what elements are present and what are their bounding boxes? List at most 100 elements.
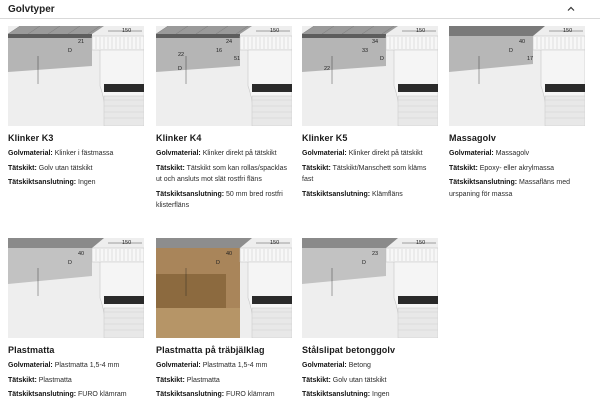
spec-value: Plastmatta 1,5-4 mm: [54, 362, 120, 369]
spec-row-connection: Tätskiktsanslutning: FURO klämram: [156, 389, 292, 401]
spec-value: Tätskikt/Manschett som kläms fast: [302, 164, 427, 184]
spec-label: Golvmaterial:: [302, 150, 347, 157]
spec-label: Tätskikt:: [8, 164, 37, 172]
spec-row-material: Golvmaterial: Klinker i fästmassa: [8, 148, 144, 160]
spec-label: Tätskikt:: [449, 164, 478, 172]
dimension-label: 24: [226, 39, 232, 45]
spec-row-connection: Tätskiktsanslutning: Ingen: [8, 177, 144, 189]
spec-value: Klinker direkt på tätskikt: [348, 150, 423, 157]
spec-row-sealing: Tätskikt: Plastmatta: [156, 375, 292, 387]
spec-value: Golv utan tätskikt: [332, 376, 387, 384]
spec-label: Tätskiktsanslutning:: [302, 190, 371, 198]
spec-value: Klinker direkt på tätskikt: [202, 150, 277, 157]
card-title: Klinker K3: [8, 133, 54, 143]
card-title: Plastmatta: [8, 345, 55, 355]
spec-row-sealing: Tätskikt: Tätskikt/Manschett som kläms f…: [302, 163, 438, 186]
spec-value: 50 mm bred rostfri klisterfläns: [156, 190, 283, 210]
spec-label: Tätskiktsanslutning:: [449, 179, 518, 186]
dimension-label: 33: [362, 48, 368, 54]
card-title: Massagolv: [449, 133, 496, 143]
spec-label: Tätskiktsanslutning:: [8, 391, 77, 398]
spec-value: Klämfläns: [372, 190, 403, 198]
dimension-label: 16: [216, 48, 222, 54]
spec-row-material: Golvmaterial: Klinker direkt på tätskikt: [302, 148, 438, 160]
spec-label: Tätskikt:: [302, 164, 331, 172]
dimension-label: 150: [270, 28, 279, 34]
spec-label: Golvmaterial:: [449, 150, 494, 157]
section-header[interactable]: Golvtyper: [0, 0, 600, 20]
spec-label: Golvmaterial:: [8, 362, 53, 369]
dimension-label: 150: [270, 240, 279, 246]
spec-value: Golv utan tätskikt: [38, 164, 93, 172]
dimension-label: D: [178, 66, 182, 72]
spec-label: Tätskikt:: [156, 164, 185, 172]
floor-drain-illustration: 150 23D: [302, 238, 438, 338]
spec-value: Massagolv: [495, 150, 530, 157]
dimension-label: 40: [519, 39, 525, 45]
dimension-label: 150: [122, 28, 131, 34]
dimension-label: 17: [527, 56, 533, 62]
dimension-label: D: [380, 56, 384, 62]
spec-value: FURO klämram: [78, 391, 127, 398]
spec-value: Massafläns med urspaning för massa: [449, 179, 570, 198]
spec-label: Golvmaterial:: [8, 150, 53, 157]
spec-row-connection: Tätskiktsanslutning: 50 mm bred rostfri …: [156, 189, 292, 212]
dimension-label: 150: [563, 28, 572, 34]
spec-row-connection: Tätskiktsanslutning: Klämfläns: [302, 189, 438, 201]
dimension-label: 51: [234, 56, 240, 62]
dimension-label: 150: [122, 240, 131, 246]
dimension-label: 150: [416, 28, 425, 34]
spec-label: Golvmaterial:: [302, 362, 347, 369]
dimension-label: D: [216, 260, 220, 266]
spec-value: Klinker i fästmassa: [54, 150, 114, 157]
dimension-label: 22: [178, 52, 184, 58]
chevron-up-icon[interactable]: [566, 4, 576, 14]
dimension-label: 23: [372, 251, 378, 257]
spec-value: Epoxy- eller akrylmassa: [479, 164, 555, 172]
spec-label: Golvmaterial:: [156, 150, 201, 157]
spec-value: Betong: [348, 362, 371, 369]
spec-value: Plastmatta: [186, 376, 220, 384]
spec-label: Tätskiktsanslutning:: [8, 179, 77, 186]
spec-label: Tätskikt:: [156, 376, 185, 384]
dimension-label: 40: [226, 251, 232, 257]
card-title: Klinker K4: [156, 133, 202, 143]
section-title: Golvtyper: [8, 4, 55, 15]
spec-value: Ingen: [372, 391, 390, 398]
spec-row-connection: Tätskiktsanslutning: Ingen: [302, 389, 438, 401]
card-title: Klinker K5: [302, 133, 348, 143]
spec-row-connection: Tätskiktsanslutning: Massafläns med ursp…: [449, 177, 585, 200]
spec-row-sealing: Tätskikt: Tätskikt som kan rollas/spackl…: [156, 163, 292, 186]
card-title: Plastmatta på träbjälklag: [156, 345, 265, 355]
spec-row-sealing: Tätskikt: Plastmatta: [8, 375, 144, 387]
spec-value: Plastmatta: [38, 376, 72, 384]
dimension-label: D: [362, 260, 366, 266]
spec-row-material: Golvmaterial: Plastmatta 1,5-4 mm: [8, 360, 144, 372]
spec-row-sealing: Tätskikt: Golv utan tätskikt: [8, 163, 144, 175]
spec-value: Plastmatta 1,5-4 mm: [202, 362, 268, 369]
spec-row-connection: Tätskiktsanslutning: FURO klämram: [8, 389, 144, 401]
spec-row-material: Golvmaterial: Plastmatta 1,5-4 mm: [156, 360, 292, 372]
divider: [0, 18, 600, 19]
dimension-label: 150: [416, 240, 425, 246]
dimension-label: 34: [372, 39, 378, 45]
spec-label: Tätskiktsanslutning:: [156, 190, 225, 198]
spec-row-sealing: Tätskikt: Epoxy- eller akrylmassa: [449, 163, 585, 175]
